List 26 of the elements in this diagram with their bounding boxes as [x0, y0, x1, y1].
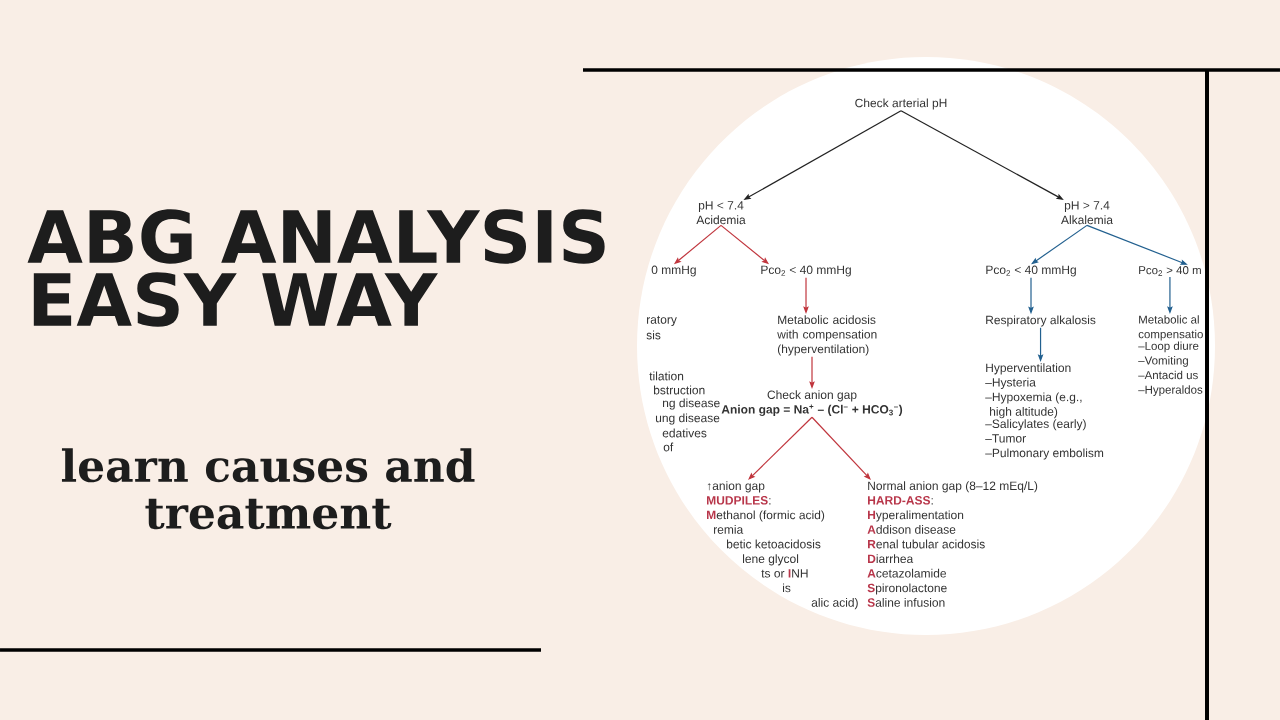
- list-text: sis: [646, 330, 661, 340]
- condition-label: Pco$_{2}$ < 40 mmHg: [761, 265, 851, 277]
- diagnosis-list: Metabolic al compensatio –Loop diure –Vomiting –Antacid us –Hyperaldos: [1138, 315, 1203, 397]
- flowchart-step: Check arterial pH: [855, 98, 947, 110]
- list-text: edatives: [662, 428, 707, 438]
- list-text: bstruction: [654, 385, 705, 395]
- condition-label: 0 mmHg: [651, 265, 696, 277]
- list-text: of: [663, 442, 674, 452]
- cause-list: Hyperventilation –Hysteria –Hypoxemia (e.g., high altitude) –Salicylates (early) –Tumor –Pulmonary embolism: [985, 363, 1104, 460]
- cause-list: Normal anion gap (8–12 mEq/L) HARD-ASS: Hyperalimentation Addison disease Renal tubular acidosis Diarrhea Acetazolamide Spironolactone Saline infusion: [867, 481, 1038, 607]
- condition-label: pH > 7.4 Alkalemia: [1061, 201, 1113, 225]
- condition-label: pH < 7.4 Acidemia: [696, 201, 746, 225]
- flowchart-step: Check anion gap Anion gap = Na$^{+}$ – (Cl$^{–}$ + HCO$_{3}$$^{–}$): [721, 390, 903, 417]
- cause-list: ↑anion gap MUDPILES: Methanol (formic acid) remia betic ketoacidosis lene glycol ts or INH is alic acid): [707, 481, 858, 610]
- arrow: [811, 416, 871, 480]
- condition-label: Pco$_{2}$ < 40 mmHg: [986, 265, 1076, 277]
- subtitle: learn causes and treatment: [61, 448, 475, 530]
- diagnosis-text: Respiratory alkalosis: [986, 315, 1096, 327]
- title: ABG ANALYSIS EASY WAY: [27, 209, 605, 327]
- list-text: ng disease: [663, 398, 720, 410]
- list-text: ratory: [647, 315, 677, 327]
- list-text: tilation: [649, 371, 684, 381]
- diagnosis-text: Metabolic acidosis with compensation (hyperventilation): [777, 315, 877, 356]
- list-text: ung disease: [656, 413, 720, 425]
- arrow: [748, 416, 813, 480]
- condition-label: Pco$_{2}$ > 40 m: [1139, 266, 1201, 276]
